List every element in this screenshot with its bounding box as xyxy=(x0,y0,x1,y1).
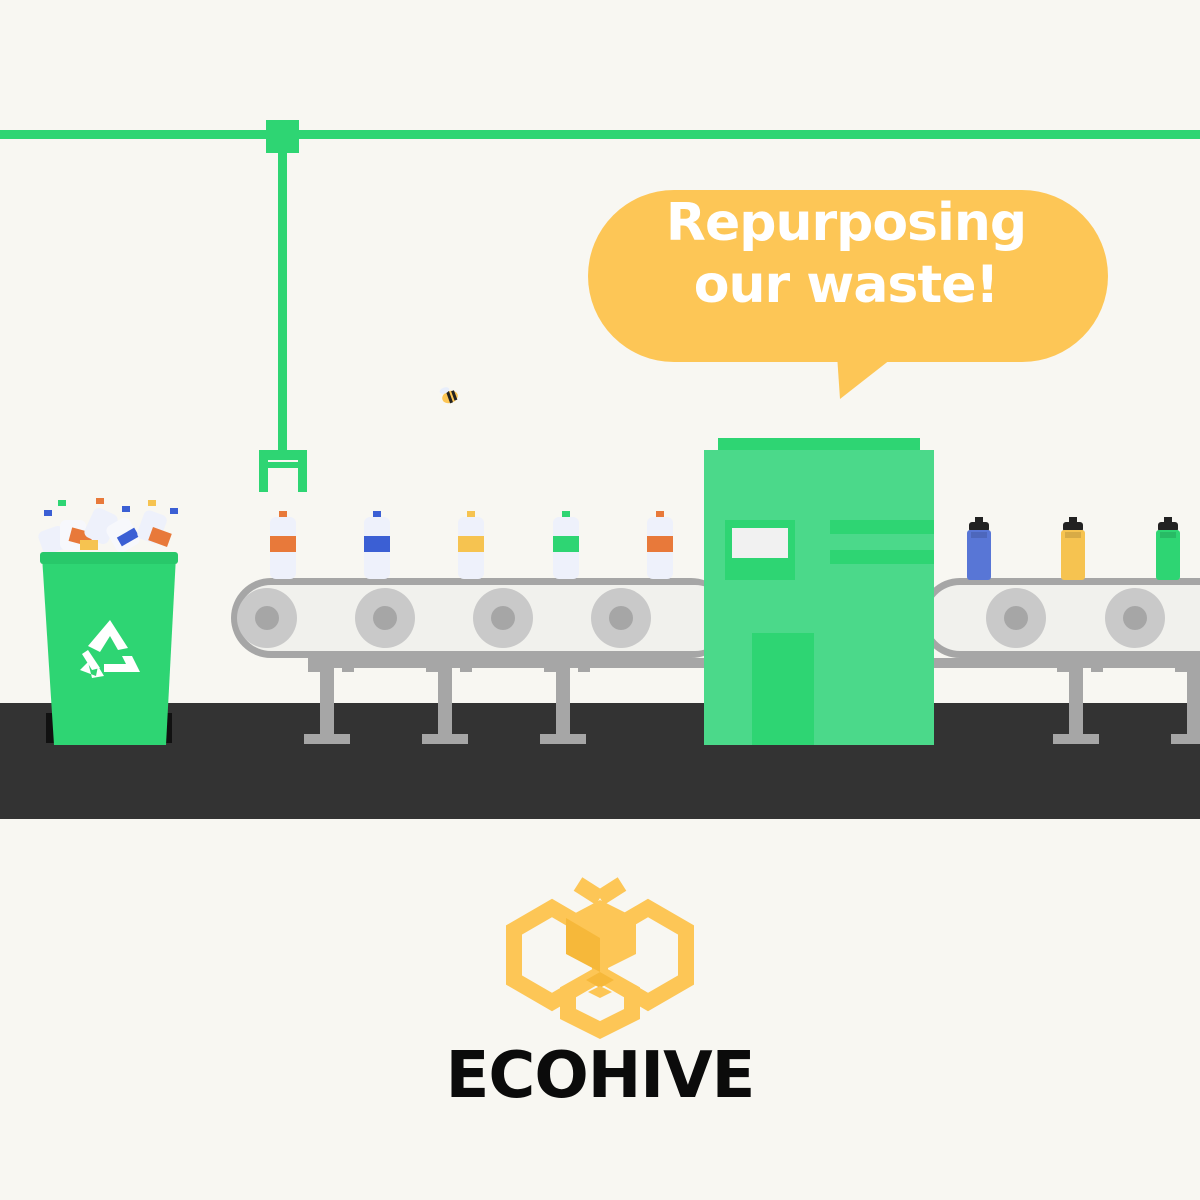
brand-name: ECOHIVE xyxy=(445,1039,756,1113)
recycling-machine-icon xyxy=(704,438,934,745)
bee-icon xyxy=(439,387,458,404)
conveyor-belt-right xyxy=(920,578,1200,744)
output-bottles xyxy=(967,517,1180,580)
speech-bubble-icon xyxy=(588,190,1108,399)
reusable-bottle xyxy=(1061,517,1085,580)
plastic-bottle xyxy=(553,511,579,579)
conveyor-belt-icon xyxy=(231,578,731,744)
bee-hexagon-logo-fill xyxy=(566,900,636,998)
plastic-bottle xyxy=(270,511,296,579)
headline-line-2: our waste! xyxy=(693,255,999,315)
recycle-bin-icon xyxy=(38,498,178,745)
plastic-bottle xyxy=(647,511,673,579)
plastic-bottle xyxy=(458,511,484,579)
robotic-claw-icon xyxy=(0,120,1200,492)
headline-line-1: Repurposing xyxy=(665,193,1027,253)
reusable-bottle xyxy=(1156,517,1180,580)
plastic-bottle xyxy=(364,511,390,579)
bottle-pile xyxy=(38,498,178,555)
recycle-symbol-icon xyxy=(80,620,140,678)
input-bottles xyxy=(270,511,673,579)
factory-floor xyxy=(0,703,1200,819)
reusable-bottle xyxy=(967,517,991,580)
headline: Repurposing our waste! xyxy=(590,192,1102,316)
